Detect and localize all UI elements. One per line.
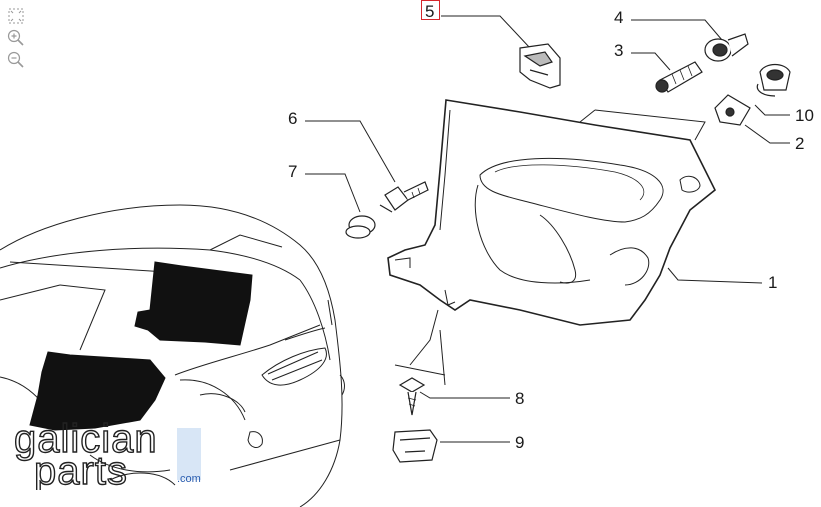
logo-domain: .com <box>177 473 201 485</box>
selected-callout-highlight <box>421 0 440 20</box>
fit-icon[interactable] <box>6 6 26 26</box>
callout-6[interactable]: 6 <box>288 109 297 128</box>
part-6-bolt <box>379 181 429 213</box>
car-outline <box>0 204 345 507</box>
logo-accent-bar <box>177 428 201 480</box>
callout-9[interactable]: 9 <box>515 433 524 452</box>
part-10-grommet <box>756 63 791 97</box>
part-8-screw <box>398 377 426 416</box>
part-7-cap <box>345 215 376 239</box>
zoom-in-icon[interactable] <box>6 28 26 48</box>
logo-line-2: parts <box>34 449 128 490</box>
part-9-clip <box>392 429 438 463</box>
zoom-out-icon[interactable] <box>6 50 26 70</box>
logo-line-1: galician <box>14 420 158 461</box>
callout-3[interactable]: 3 <box>614 41 623 60</box>
part-3-screw <box>655 61 703 93</box>
callout-2[interactable]: 2 <box>795 134 804 153</box>
highlighted-panels <box>29 261 253 431</box>
part-2-nut <box>714 94 751 126</box>
part-4-plug <box>704 33 749 62</box>
part-5-clip <box>519 43 561 89</box>
callout-4[interactable]: 4 <box>614 8 623 27</box>
callout-7[interactable]: 7 <box>288 162 297 181</box>
viewer-toolbar <box>6 6 28 72</box>
galicianparts-logo: galician parts .com <box>13 420 201 490</box>
callout-8[interactable]: 8 <box>515 389 524 408</box>
callout-10[interactable]: 10 <box>795 106 814 125</box>
leader-lines <box>305 15 790 443</box>
trim-panel <box>387 99 717 326</box>
callout-5[interactable]: 5 <box>425 2 434 21</box>
callout-1[interactable]: 1 <box>768 273 777 292</box>
